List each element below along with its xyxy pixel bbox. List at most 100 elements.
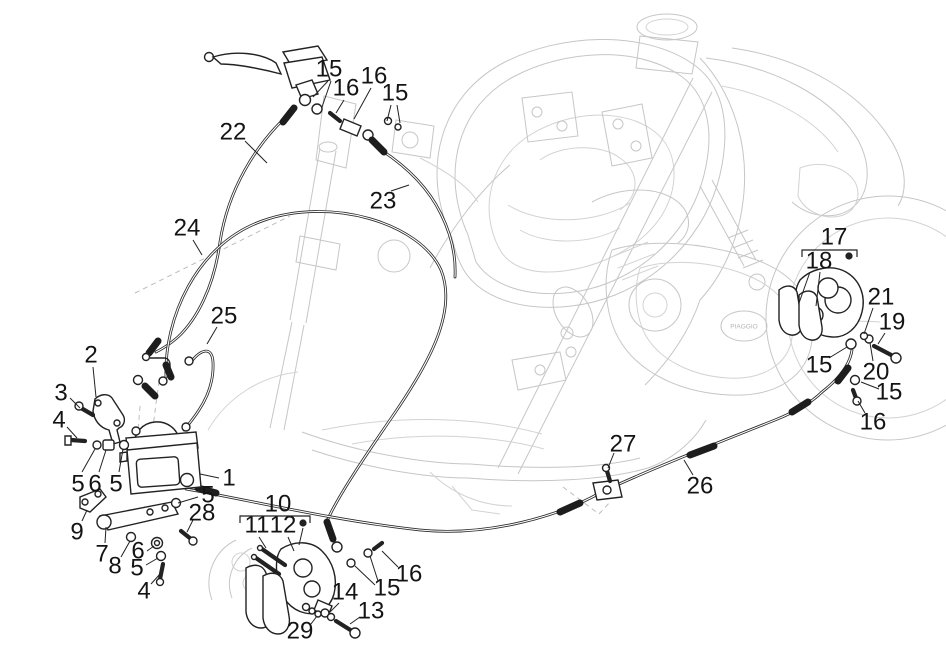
leader-line — [244, 140, 268, 164]
part-number-label: 29 — [287, 618, 314, 645]
part-number-label: 15 — [382, 80, 409, 107]
engine-badge-text: PIAGGIO — [730, 324, 757, 331]
assembly-bracket — [239, 515, 311, 523]
part-number-label: 8 — [108, 553, 121, 580]
hose-coupler — [339, 118, 362, 137]
rear-wheel — [765, 195, 946, 441]
leader-line — [287, 536, 295, 552]
part-number-label: 18 — [806, 248, 833, 275]
front-caliper-hose-24 — [132, 210, 448, 553]
scooter-outline: PIAGGIO — [134, 13, 946, 601]
assembly-bracket — [801, 249, 858, 257]
leader-line — [177, 496, 199, 504]
part-number-label: 14 — [332, 579, 359, 606]
leader-line — [396, 104, 401, 124]
leader-line — [120, 540, 131, 558]
part-number-label: 9 — [70, 519, 83, 546]
support-lever-2 — [92, 394, 126, 445]
leader-line — [186, 519, 194, 533]
leader-line — [354, 565, 376, 586]
frame-plate — [521, 91, 579, 143]
helmet-bucket-rim — [454, 54, 710, 295]
hose-junction-27 — [592, 463, 623, 501]
leader-line — [869, 342, 874, 362]
part-number-label: 26 — [687, 473, 714, 500]
part-number-label: 5 — [109, 471, 122, 498]
part-number-label: 25 — [211, 303, 238, 330]
part-number-label: 15 — [374, 575, 401, 602]
brake-pad — [262, 572, 291, 635]
brake-pad — [778, 285, 803, 336]
engine-badge-oval — [720, 310, 768, 342]
brake-components — [64, 45, 902, 639]
leader-line — [192, 239, 203, 256]
front-brake-hose-22 — [141, 104, 298, 362]
leader-line — [828, 346, 848, 359]
rear-shock — [699, 179, 757, 267]
leader-line — [335, 99, 345, 114]
leader-line — [349, 616, 361, 625]
leader-line — [69, 397, 81, 409]
leader-line — [98, 449, 107, 473]
leader-line — [118, 448, 124, 473]
part-number-label: 6 — [88, 471, 101, 498]
part-number-label: 15 — [806, 352, 833, 379]
leader-line — [877, 332, 886, 345]
rear-master-cylinder — [391, 119, 435, 159]
leader-line — [683, 459, 694, 476]
leader-line — [312, 80, 329, 98]
part-number-label: 19 — [879, 309, 906, 336]
leader-line — [206, 326, 218, 345]
leader-line — [258, 536, 267, 549]
part-number-label: 24 — [174, 215, 201, 242]
part-number-label: 10 — [265, 491, 292, 518]
brake-pipe-25 — [182, 349, 215, 432]
helmet-bucket-outer — [436, 39, 726, 308]
helmet-bucket-basin — [488, 114, 675, 273]
part-number-label: 3 — [54, 380, 67, 407]
leader-line — [386, 104, 392, 122]
frame-spar — [497, 77, 713, 475]
grab-rail — [731, 47, 905, 207]
assembly-bullet — [845, 252, 853, 260]
abs-bracket-assembly — [79, 488, 198, 587]
part-number-label: 15 — [876, 379, 903, 406]
rear-cowl — [705, 57, 868, 217]
brake-lever — [211, 52, 283, 76]
leader-line — [66, 426, 78, 439]
floor-rails — [301, 431, 471, 479]
part-number-label: 21 — [868, 284, 895, 311]
leader-line — [863, 307, 874, 335]
leader-line — [298, 527, 304, 546]
part-number-label: 17 — [821, 224, 848, 251]
leader-line — [815, 271, 821, 307]
part-number-label: 13 — [358, 598, 385, 625]
part-number-label: 16 — [396, 561, 423, 588]
part-number-label: 7 — [95, 541, 108, 568]
rear-brake-hose-23 — [368, 136, 457, 279]
front-master-cylinder — [203, 45, 402, 141]
abs-modulator-unit — [119, 421, 202, 495]
leader-line — [146, 545, 155, 552]
tail-light — [797, 164, 859, 218]
part-number-label: 5 — [130, 555, 143, 582]
part-number-label: 15 — [316, 56, 343, 83]
leader-line — [857, 400, 866, 414]
leader-line — [92, 366, 97, 398]
leader-line — [104, 526, 107, 544]
part-number-label: 16 — [860, 409, 887, 436]
leader-line — [321, 80, 332, 108]
part-number-label: 27 — [610, 431, 637, 458]
part-number-label: 6 — [131, 538, 144, 565]
part-number-label: 5 — [71, 471, 84, 498]
part-number-label: 5 — [201, 482, 214, 509]
abs-mounting-hardware — [64, 394, 130, 451]
part-number-label: 20 — [863, 359, 890, 386]
leader-line — [81, 509, 88, 522]
part-number-label: 28 — [189, 500, 216, 527]
assembly-bullet — [299, 519, 307, 527]
part-number-label: 16 — [361, 63, 388, 90]
